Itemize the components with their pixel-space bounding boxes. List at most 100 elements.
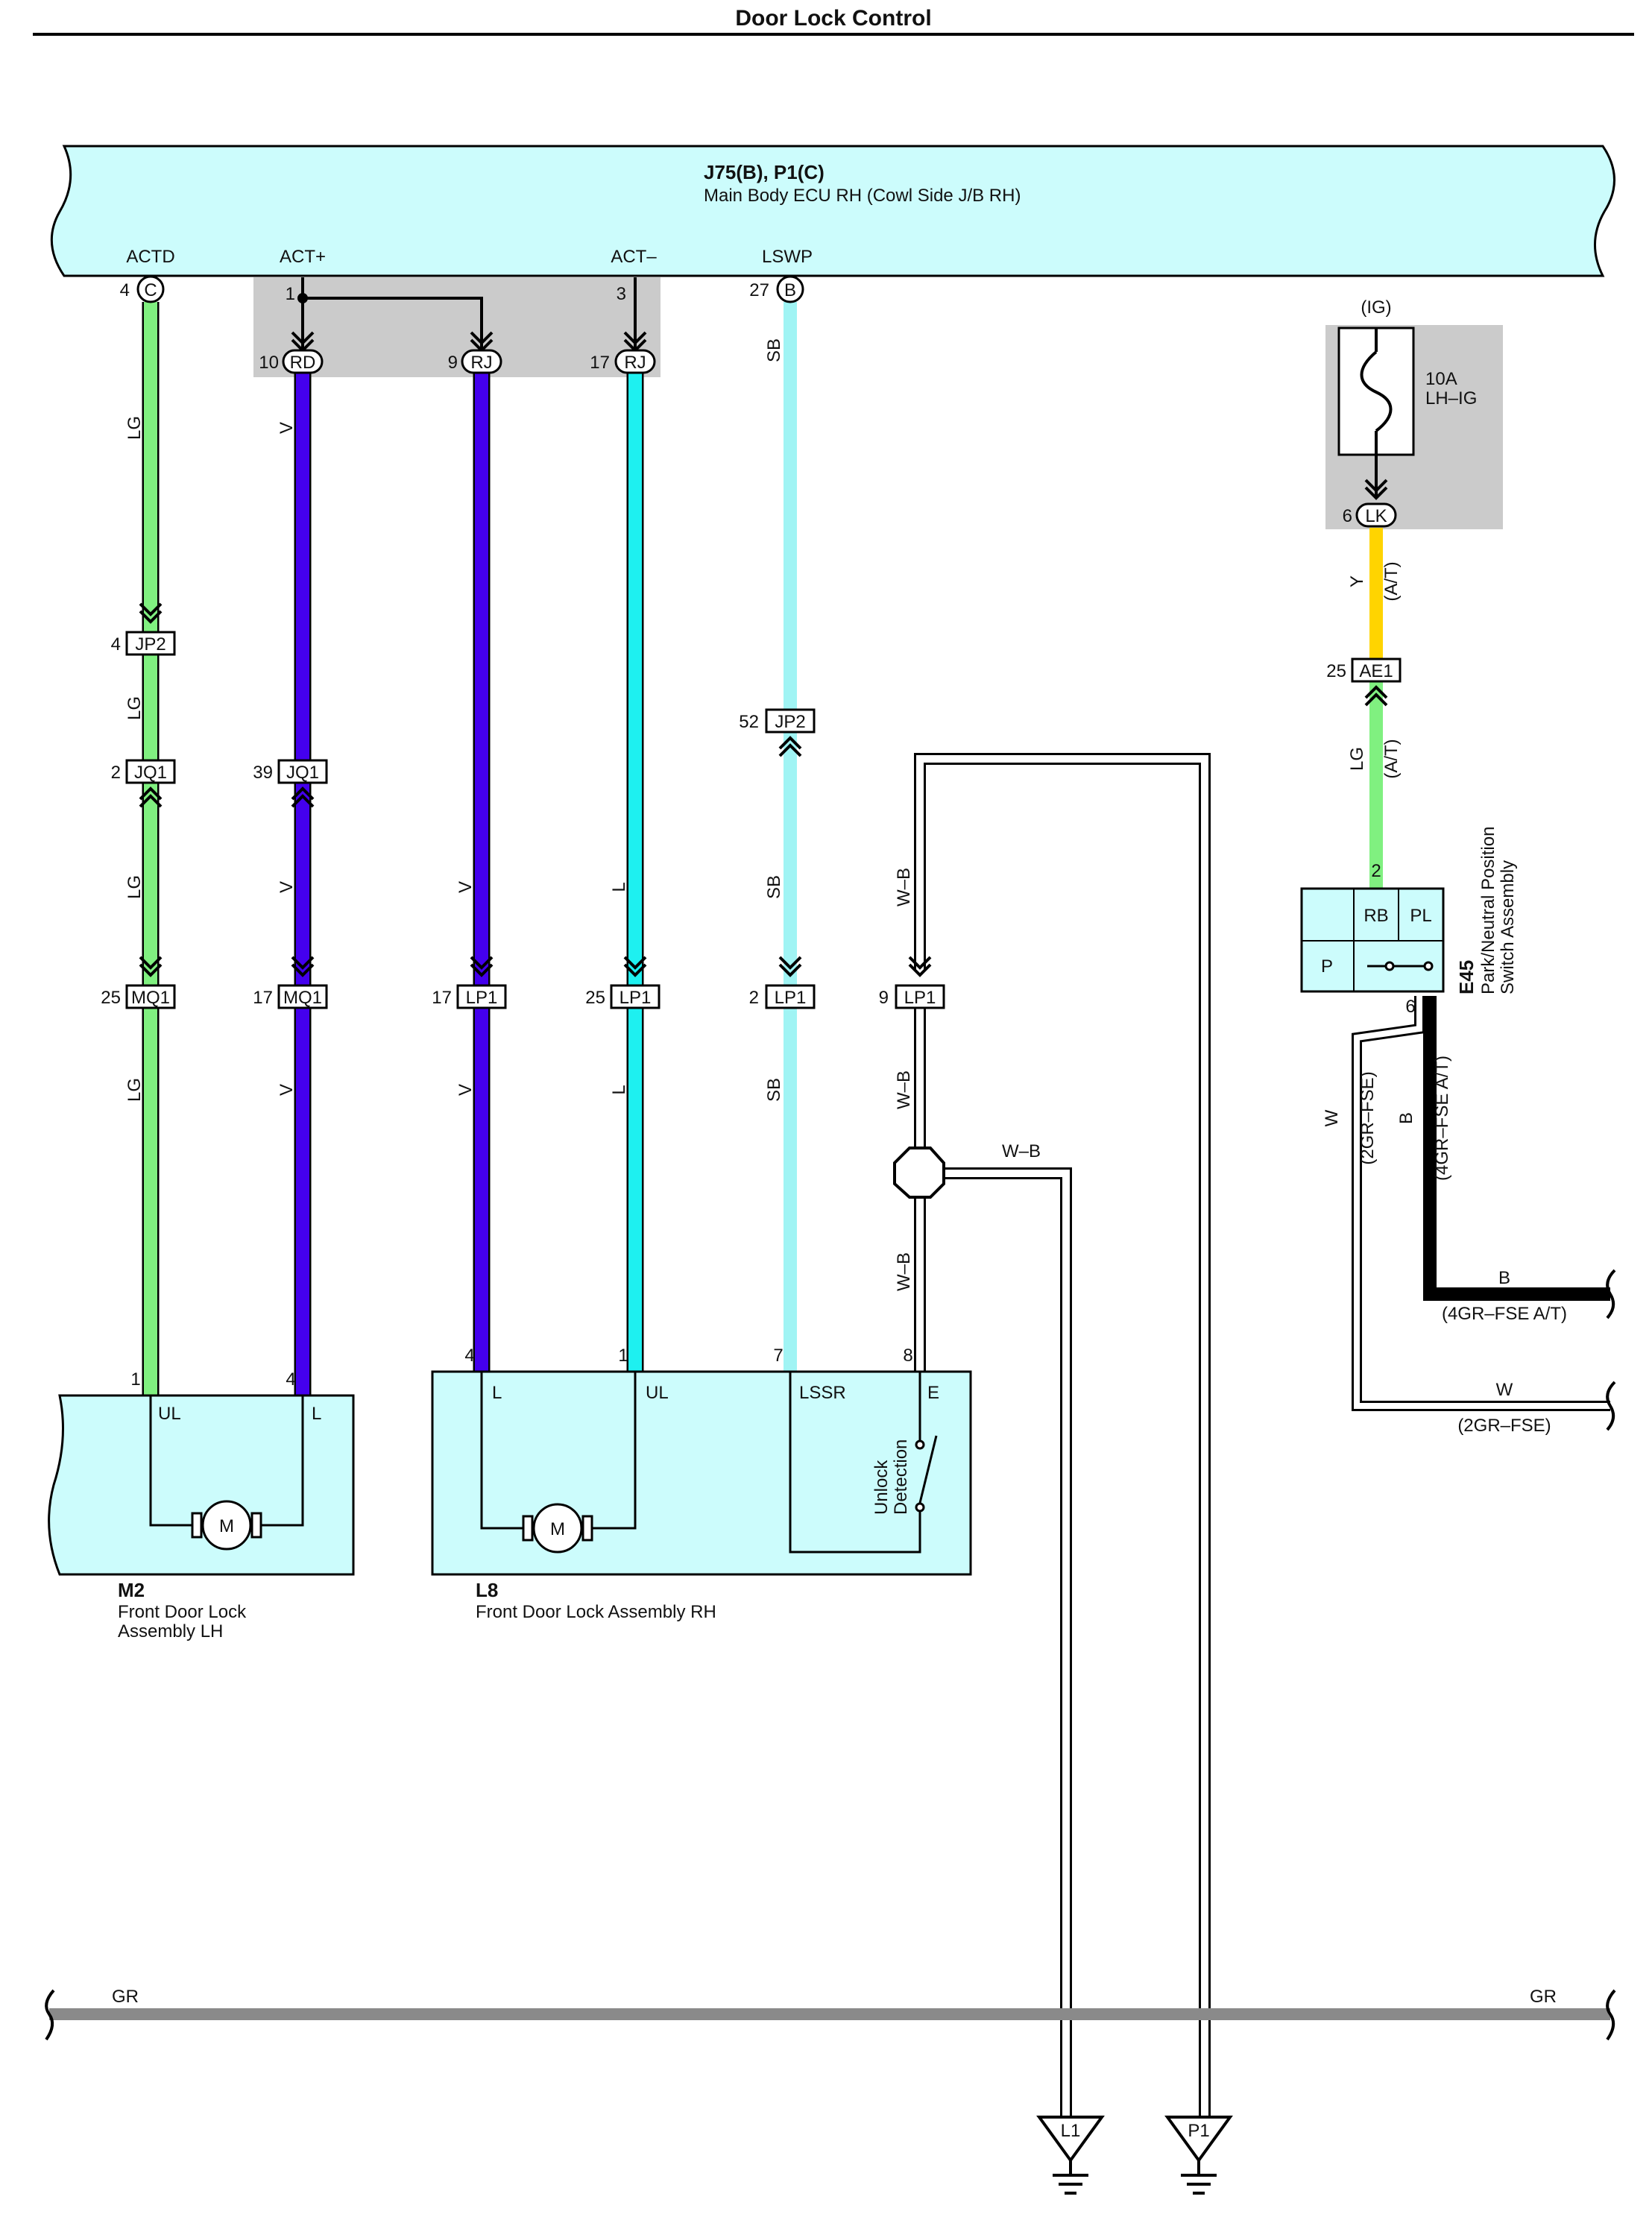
e45-pin-in: 2 xyxy=(1371,861,1381,881)
ground-point-p1[interactable]: P1 xyxy=(1164,2116,1233,2195)
jb-connector-rj-9[interactable]: RJ 9 xyxy=(448,331,502,374)
connector-ae1-25[interactable]: AE1 25 xyxy=(1326,657,1402,707)
conn-ae1-num: 25 xyxy=(1326,661,1346,681)
wire-labels: LG LG LG LG V V V V V L L SB SB SB W–B W… xyxy=(112,338,1567,2007)
label-actp-3: V xyxy=(277,1084,297,1096)
connector-jq1-2[interactable]: JQ1 2 xyxy=(111,759,176,808)
conn-jq1-a-label: JQ1 xyxy=(134,763,167,783)
label-lswp-3: SB xyxy=(764,1078,784,1102)
wire-wb-branch[interactable] xyxy=(920,1167,1072,2117)
fuse-conn-label: LK xyxy=(1365,506,1387,526)
e45-pin-out: 6 xyxy=(1405,997,1415,1017)
l8-switch-label-2: Detection xyxy=(891,1439,911,1515)
label-w-horiz: W xyxy=(1496,1380,1513,1400)
l8-motor-icon: M xyxy=(522,1503,593,1554)
jb-rd-num: 10 xyxy=(259,353,279,373)
label-gr-right: GR xyxy=(1530,1987,1557,2007)
jb-connector-rj-17[interactable]: RJ 17 xyxy=(590,331,656,374)
label-actm-2: L xyxy=(609,1085,629,1094)
junction-internal-wiring xyxy=(301,277,637,350)
ecu-code: J75(B), P1(C) xyxy=(704,161,825,183)
conn-jp2-a-num: 4 xyxy=(111,634,121,655)
label-ig-y-note: (A/T) xyxy=(1381,561,1402,601)
l8-pin4-label: L xyxy=(492,1383,502,1403)
conn-ae1-label: AE1 xyxy=(1359,661,1393,681)
ground-point-l1[interactable]: L1 xyxy=(1036,2116,1105,2195)
m2-name-1: Front Door Lock xyxy=(118,1602,247,1622)
ecu-pin-lswp[interactable]: B 27 xyxy=(749,275,804,303)
label-gr-left: GR xyxy=(112,1987,139,2007)
conn-jp2-b-label: JP2 xyxy=(775,712,805,732)
connector-jp2-4[interactable]: JP2 4 xyxy=(111,602,176,656)
jb-rj17-num: 17 xyxy=(590,353,610,373)
e45-code: E45 xyxy=(1455,960,1478,994)
label-wb-3: W–B xyxy=(894,1252,914,1291)
conn-mq1-b-num: 17 xyxy=(253,988,273,1008)
main-body-ecu[interactable]: J75(B), P1(C) Main Body ECU RH (Cowl Sid… xyxy=(50,145,1615,277)
label-lswp-2: SB xyxy=(764,875,784,899)
label-actd-4: LG xyxy=(124,1078,145,1102)
ecu-pin-lswp-num: 27 xyxy=(749,280,769,300)
connector-lp1-2[interactable]: LP1 2 xyxy=(749,956,816,1009)
ecu-pin-actd[interactable]: C 4 xyxy=(120,275,165,303)
label-actp-2: V xyxy=(277,881,297,893)
connector-jq1-39[interactable]: JQ1 39 xyxy=(253,759,328,808)
l8-pin8-num: 8 xyxy=(903,1346,912,1366)
label-e45-w: W xyxy=(1322,1109,1342,1126)
label-w-horiz-note: (2GR–FSE) xyxy=(1457,1416,1551,1436)
fuse-element-icon xyxy=(1360,350,1393,432)
label-rj9-2: V xyxy=(455,1084,476,1096)
jb-connector-rd[interactable]: RD 10 xyxy=(259,331,324,374)
conn-lp1-b-num: 25 xyxy=(585,988,605,1008)
break-mark-right xyxy=(1606,1989,1616,2041)
ground-l1-icon xyxy=(1053,2160,1088,2195)
wire-e45-w[interactable] xyxy=(1352,996,1610,1411)
connector-mq1-25[interactable]: MQ1 25 xyxy=(101,956,176,1009)
label-b-horiz-note: (4GR–FSE A/T) xyxy=(1442,1304,1567,1324)
connector-lp1-9[interactable]: LP1 9 xyxy=(879,956,945,1009)
label-e45-w-note: (2GR–FSE) xyxy=(1358,1071,1378,1164)
connector-lp1-17[interactable]: LP1 17 xyxy=(432,956,507,1009)
wb-splice-point[interactable] xyxy=(893,1147,945,1199)
ecu-pin-actp-num: 1 xyxy=(286,284,295,304)
label-ig-lg: LG xyxy=(1347,747,1367,771)
ground-p1-icon xyxy=(1181,2160,1217,2195)
conn-lp1-c-num: 2 xyxy=(749,988,759,1008)
jb-rj17-label: RJ xyxy=(624,353,646,373)
label-actp-1: V xyxy=(277,422,297,434)
component-m2-front-door-lock-lh[interactable]: 1 4 UL L M M2 Front Door Lock Assembly L… xyxy=(48,1369,355,1641)
l8-name: Front Door Lock Assembly RH xyxy=(476,1602,716,1622)
connector-jp2-52[interactable]: JP2 52 xyxy=(739,708,816,757)
label-actd-3: LG xyxy=(124,875,145,899)
ecu-pin-actp-label: ACT+ xyxy=(280,247,326,267)
break-mark-left xyxy=(45,1989,55,2041)
conn-mq1-b-label: MQ1 xyxy=(283,988,322,1008)
e45-cell-rb: RB xyxy=(1363,906,1388,926)
ecu-pin-actd-conn: C xyxy=(144,280,157,300)
fuse-lh-ig[interactable]: (IG) 10A LH–IG LK 6 xyxy=(1337,297,1477,528)
m2-motor-icon: M xyxy=(191,1500,262,1551)
label-lswp-1: SB xyxy=(764,338,784,362)
ecu-pin-actd-num: 4 xyxy=(120,280,130,300)
conn-lp1-d-label: LP1 xyxy=(904,988,936,1008)
wire-e45-b[interactable] xyxy=(1423,996,1610,1301)
fuse-name: LH–IG xyxy=(1425,388,1477,409)
conn-lp1-d-num: 9 xyxy=(879,988,889,1008)
fuse-pin-num: 6 xyxy=(1343,506,1352,526)
e45-park-neutral-switch[interactable]: 2 RB PL P 6 E45 Park/Neutral Position Sw… xyxy=(1300,827,1518,1017)
m2-name-2: Assembly LH xyxy=(118,1621,223,1641)
ecu-pin-actm-label: ACT– xyxy=(611,247,657,267)
break-mark-b xyxy=(1606,1269,1616,1319)
e45-cell-p: P xyxy=(1321,956,1333,977)
connector-lp1-25[interactable]: LP1 25 xyxy=(585,956,661,1009)
connector-mq1-17[interactable]: MQ1 17 xyxy=(253,956,328,1009)
ecu-pin-lswp-label: LSWP xyxy=(762,247,813,267)
ecu-pin-actm-num: 3 xyxy=(617,284,626,304)
l8-motor-label: M xyxy=(550,1519,565,1539)
ecu-pin-actd-label: ACTD xyxy=(126,247,174,267)
label-rj9-1: V xyxy=(455,881,476,893)
l8-pin8-label: E xyxy=(927,1383,939,1403)
component-l8-front-door-lock-rh[interactable]: 4 1 7 8 L UL LSSR E M Unlock Detection L… xyxy=(431,1346,972,1622)
conn-jq1-a-num: 2 xyxy=(111,763,121,783)
